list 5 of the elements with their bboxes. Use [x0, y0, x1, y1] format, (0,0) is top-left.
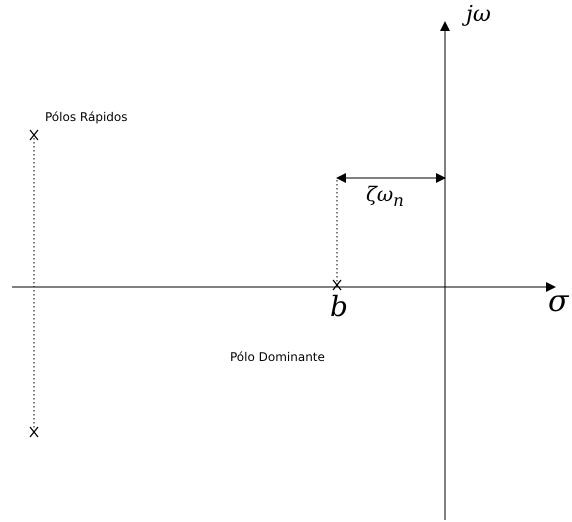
- point-label: b: [330, 293, 348, 321]
- axis-label: σ: [548, 287, 568, 317]
- annotation-text: Pólo Dominante: [230, 351, 325, 363]
- annotation-text: Pólos Rápidos: [45, 111, 128, 123]
- dimension-label: ζω$_{n}$: [366, 184, 404, 210]
